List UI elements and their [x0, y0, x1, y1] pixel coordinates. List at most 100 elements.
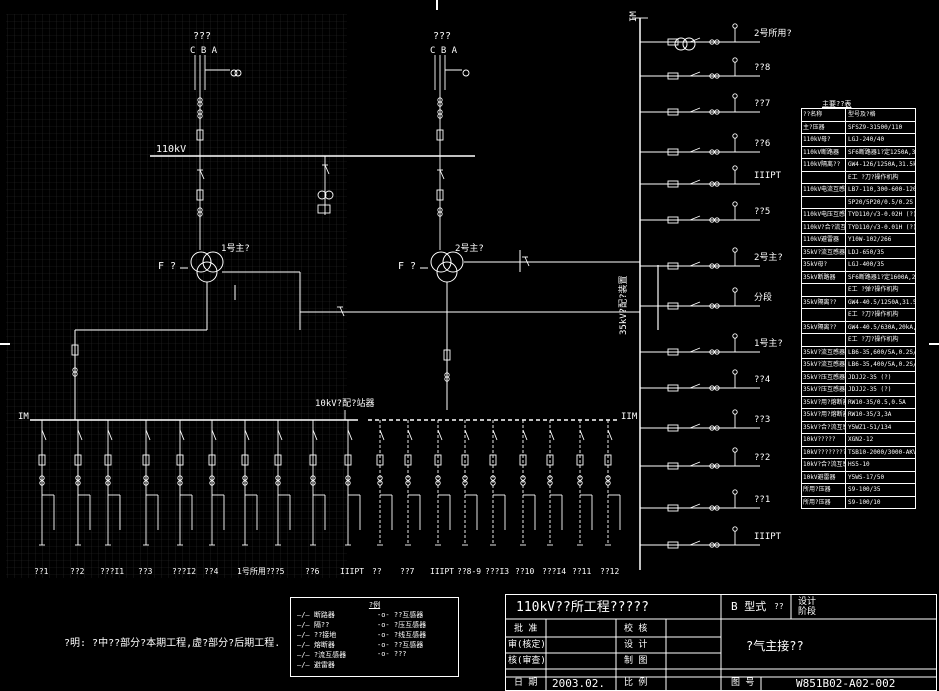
table-row: 35kV?合?流互感器Y5WZ1-51/134 [802, 421, 915, 434]
table-cell-spec: TYD110/√3-0.02H (?) [848, 211, 915, 218]
table-cell-name: 35kV?压互感器 [802, 371, 846, 383]
table-cell-spec: Y10W-102/266 [848, 236, 892, 243]
right-feeder-label: ??4 [754, 375, 771, 385]
stage-label: B 型式 [731, 600, 767, 613]
table-cell-spec: SFSZ9-31500/110 [848, 123, 903, 131]
right-feeder-label: ??1 [754, 495, 771, 505]
bottom-feeder-label: ?? [372, 567, 382, 576]
right-feeder [640, 447, 760, 470]
table-cell-name: 35kV?用?熔断器 [802, 396, 846, 408]
bottom-feeder [376, 420, 393, 546]
right-feeder-label: ??6 [754, 139, 771, 149]
right-feeder [640, 333, 760, 356]
right-feeder [640, 201, 760, 224]
scale-label: 比 例 [624, 678, 648, 688]
table-cell-name: 35kV隔离?? [802, 296, 846, 308]
table-row: 10kV?????XGN2-12 [802, 434, 915, 447]
legend-item: —/— 避雷器 [297, 661, 335, 669]
bottom-feeder-label: ???I3 [485, 567, 510, 576]
bottom-feeder-label: 1号所用? [237, 567, 271, 576]
phase-label-2: C B A [430, 46, 458, 56]
table-header-spec: 型号及?格 [848, 111, 876, 118]
right-feeder-label: 1号主? [754, 339, 783, 349]
bottom-feeder [241, 420, 258, 546]
table-cell-spec: S9-100/10 [848, 498, 881, 506]
bottom-feeder-label: ??10 [515, 567, 535, 576]
bottom-feeder [309, 420, 326, 546]
legend-item: -o- ??? [377, 650, 407, 658]
design-label: 设计 [798, 597, 817, 607]
bottom-feeder-label: ??6 [305, 567, 320, 576]
phase-label: 阶段 [798, 607, 817, 617]
table-cell-spec: E工 ?刀?操作机构 [848, 336, 899, 343]
bottom-feeder [434, 420, 451, 546]
table-cell-spec: RW10-35/0.5,0.5A [848, 398, 906, 406]
table-cell-name: 110kV母? [802, 134, 846, 146]
table-cell-name: 10kV?合?流互感器 [802, 459, 846, 471]
bottom-feeder [546, 420, 563, 546]
table-cell-spec: JDJJ2-35 (?) [848, 386, 892, 393]
right-feeder [640, 369, 760, 392]
legend-item: —/— ?流互感器 [297, 651, 347, 659]
bottom-feeder [74, 420, 91, 546]
bottom-feeder-label: ???I1 [100, 567, 125, 576]
table-cell-spec: TYD110/√3-0.01H (?) [848, 223, 915, 231]
pt-label: 10kV?配?站器 [315, 399, 375, 409]
bottom-feeder [104, 420, 121, 546]
right-feeder [640, 93, 760, 116]
bottom-feeder-label: ??1 [34, 567, 49, 576]
table-cell-spec: LDJ-650/35 [848, 248, 885, 256]
table-cell-name: 110kV隔离?? [802, 159, 846, 171]
bottom-feeder [176, 420, 193, 546]
review-set-label: 审(核定) [508, 640, 546, 650]
table-cell-spec: E工 ?刀?操作机构 [848, 173, 899, 181]
table-cell-name: 主?压器 [802, 121, 846, 133]
transformer-2-label: 2号主? [455, 244, 484, 254]
right-feeder-label: ??2 [754, 453, 771, 463]
table-row: 35kV隔离??GW4-40.5/1250A,31.5kA,80kA [802, 296, 915, 309]
table-cell-name: 35kV?用?熔断器 [802, 409, 846, 421]
right-feeder-label: IIIPT [754, 532, 782, 542]
bottom-feeder [38, 420, 55, 546]
table-row: 110kV母?LGJ-240/40 [802, 134, 915, 147]
table-header: ??名称 型号及?格 [802, 109, 915, 122]
right-feeder [640, 133, 760, 156]
legend-item: —/— ??接地 [297, 631, 337, 639]
bus-top-1m-label: IM [629, 11, 639, 22]
table-cell-name [802, 334, 846, 346]
drawing-no-value: W851B02-A02-002 [796, 677, 896, 690]
table-cell-spec: 5P20/5P20/0.5/0.2S [848, 198, 914, 206]
bottom-feeder-label: ??2 [70, 567, 85, 576]
table-row: E工 ?弹?操作机构 [802, 284, 915, 297]
bottom-feeder-label: IIIPT [340, 567, 365, 576]
table-cell-name: 35kV?流互感器 [802, 346, 846, 358]
table-cell-name: 35kV?流互感器 [802, 359, 846, 371]
table-row: E工 ?刀?操作机构 [802, 334, 915, 347]
right-feeder [640, 409, 760, 432]
bottom-feeder-label: ???I4 [542, 567, 567, 576]
bottom-feeder-label: ??5 [270, 567, 285, 576]
table-cell-spec: LB6-35,600/5A,0.2S/10P20 [848, 348, 915, 356]
bottom-feeder [604, 420, 621, 546]
table-cell-name: 110kV断路器 [802, 146, 846, 158]
table-row: 5P20/5P20/0.5/0.2S [802, 196, 915, 209]
table-row: 110kV?合?流互感TYD110/√3-0.01H (?) [802, 221, 915, 234]
table-cell-name: 110kV电压互感器(?) [802, 209, 846, 221]
review-check-label: 核(审查) [508, 656, 546, 666]
design-role-label: 设 计 [624, 640, 648, 650]
bottom-feeder [576, 420, 593, 546]
incoming-1-label: ??? [193, 31, 212, 42]
table-cell-spec: LGJ-400/35 [848, 261, 885, 268]
drawing-name: ?气主接?? [746, 639, 804, 653]
legend: ?例 —/— 断路器—/— 隔??—/— ??接地—/— 熔断器—/— ?流互感… [290, 597, 459, 677]
table-cell-spec: RW10-35/3,3A [848, 411, 892, 418]
